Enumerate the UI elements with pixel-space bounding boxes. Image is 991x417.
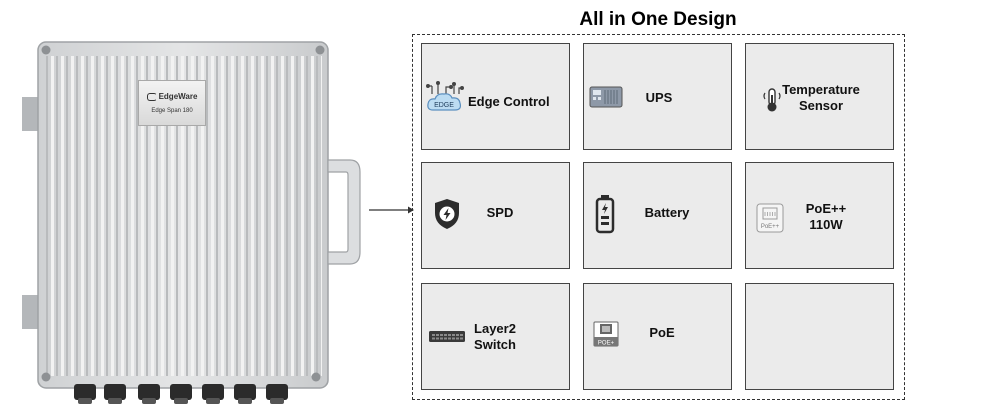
- logo-mark-icon: [146, 92, 157, 101]
- thermometer-icon: [762, 86, 782, 114]
- battery-icon: [594, 193, 616, 235]
- poe-icon-text: POE+: [598, 341, 615, 347]
- feature-label-poe: PoE: [649, 325, 675, 340]
- feature-card-poe: POE+ PoE: [583, 283, 732, 390]
- feature-label-temperature-sensor: Temperature Sensor: [782, 82, 860, 113]
- poe-plus-icon-text: PoE++: [761, 224, 780, 230]
- feature-card-temperature-sensor: Temperature Sensor: [745, 43, 894, 150]
- edge-icon-text: EDGE: [434, 102, 454, 109]
- network-switch-icon: [428, 328, 466, 344]
- feature-panel: [412, 34, 905, 400]
- feature-label-spd: SPD: [486, 205, 514, 220]
- feature-card-poe-plus-110w: PoE++ PoE++ 110W: [745, 162, 894, 269]
- ups-icon: [588, 84, 624, 110]
- feature-card-layer2-switch: Layer2 Switch: [421, 283, 570, 390]
- arrow-right-icon: [369, 206, 414, 214]
- poe-port-icon: POE+: [592, 320, 620, 348]
- edge-cloud-icon: EDGE: [426, 80, 464, 114]
- feature-card-spd: SPD: [421, 162, 570, 269]
- feature-card-empty: [745, 283, 894, 390]
- feature-card-battery: Battery: [583, 162, 732, 269]
- feature-label-poe-plus-110w: PoE++ 110W: [805, 201, 847, 232]
- poe-plus-port-icon: PoE++: [756, 203, 784, 233]
- enclosure-body: [22, 41, 361, 404]
- nameplate-model: Edge Span 180: [151, 108, 193, 114]
- feature-card-edge-control: EDGE Edge Control: [421, 43, 570, 150]
- nameplate-logo: EdgeWare: [146, 92, 198, 101]
- nameplate: EdgeWare Edge Span 180: [138, 80, 206, 126]
- feature-card-ups: UPS: [583, 43, 732, 150]
- feature-label-battery: Battery: [644, 205, 690, 220]
- shield-bolt-icon: [432, 197, 462, 231]
- nameplate-brand: EdgeWare: [158, 92, 198, 101]
- feature-label-edge-control: Edge Control: [468, 94, 550, 109]
- feature-label-layer2-switch: Layer2 Switch: [474, 321, 516, 352]
- enclosure-image: EdgeWare Edge Span 180: [0, 0, 370, 417]
- panel-title: All in One Design: [579, 9, 737, 30]
- feature-label-ups: UPS: [645, 90, 673, 105]
